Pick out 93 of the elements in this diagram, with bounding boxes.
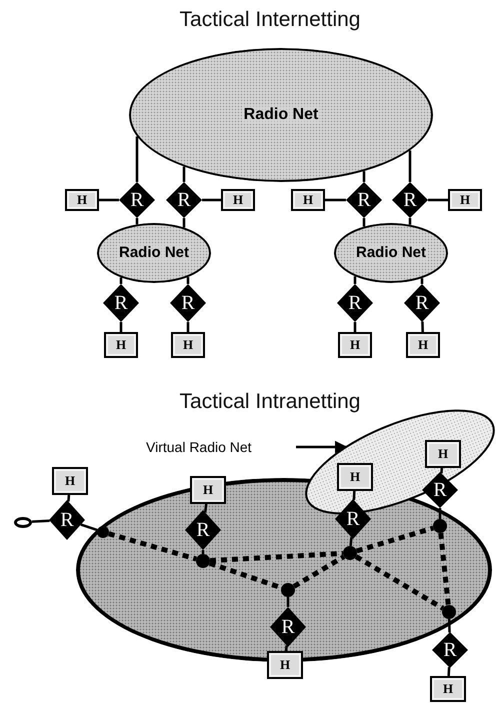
host-label: H [116,337,126,353]
connector-line [32,520,50,523]
host-box [406,332,440,358]
host-label: H [442,681,454,697]
connector-line [408,218,412,225]
host-box [267,651,303,679]
router-label: R [196,520,210,540]
connector-line [120,322,122,332]
connector-line [420,278,424,284]
leader-arrow [296,440,348,454]
net-label: Radio Net [242,106,320,124]
connector-line [67,494,70,502]
connector-line [362,218,366,227]
callout-text: Virtual Radio Net [146,439,252,455]
connector-line [362,171,366,182]
router-label: R [433,480,447,500]
antenna-loop [14,516,32,528]
router-label: R [281,617,295,637]
connector-line [204,504,208,513]
router-label: R [181,293,195,313]
net-label: Radio Net [116,244,191,262]
connector-line [120,277,122,284]
connector-line [354,322,356,332]
dotted-link [354,554,444,611]
connector-line [202,198,221,202]
router-label: R [130,190,144,210]
host-label: H [76,192,88,208]
junction-dot [433,519,447,533]
junction-dot [442,605,456,619]
connector-line [448,618,451,632]
host-label: H [280,657,290,673]
connector-line [182,166,186,182]
host-box [221,189,255,211]
router-label: R [177,190,191,210]
section-heading: Tactical Internetting [178,8,362,32]
router-label: R [348,293,362,313]
host-box [425,440,461,468]
router-label: R [60,510,74,530]
host-label: H [350,469,360,485]
connector-line [136,136,138,182]
host-box [291,189,325,211]
host-label: H [350,337,360,353]
connector-line [440,468,444,474]
dotted-link [210,550,344,564]
dotted-link [438,532,451,606]
connector-line [349,537,353,546]
host-label: H [460,192,470,208]
connector-line [202,550,204,554]
connector-line [408,150,412,182]
router-label: R [415,293,429,313]
router-label: R [403,190,417,210]
connector-line [352,490,356,500]
router-label: R [443,640,457,660]
host-box [338,332,372,358]
host-box [430,676,466,702]
dotted-link [356,526,434,554]
host-label: H [302,192,314,208]
host-box [104,332,138,358]
connector-line [286,597,290,607]
connector-line [80,523,98,532]
host-label: H [232,192,244,208]
connector-line [186,322,190,332]
router-label: R [346,509,360,529]
host-box [52,467,88,495]
section-heading: Tactical Intranetting [178,390,362,414]
host-label: H [418,337,428,353]
host-label: H [438,446,448,462]
host-label: H [64,473,76,489]
net-label: Radio Net [354,244,428,262]
dotted-link [108,531,197,562]
router-label: R [114,293,128,313]
connector-line [438,508,442,519]
connector-line [421,322,424,332]
host-label: H [202,482,214,498]
host-box [337,463,373,491]
connector-line [284,645,288,652]
connector-line [99,198,119,202]
router-label: R [357,190,371,210]
junction-dot [343,546,357,560]
connector-line [325,198,346,202]
connector-line [354,276,356,284]
host-box [171,332,205,358]
connector-line [182,218,186,228]
host-box [448,189,482,211]
host-label: H [182,337,194,353]
junction-dot [196,554,210,568]
connector-line [136,218,138,224]
dotted-link [292,554,346,589]
connector-line [428,198,448,202]
connector-line [447,667,450,676]
host-box [65,189,99,211]
junction-dot [281,583,295,597]
connector-line [186,277,190,284]
